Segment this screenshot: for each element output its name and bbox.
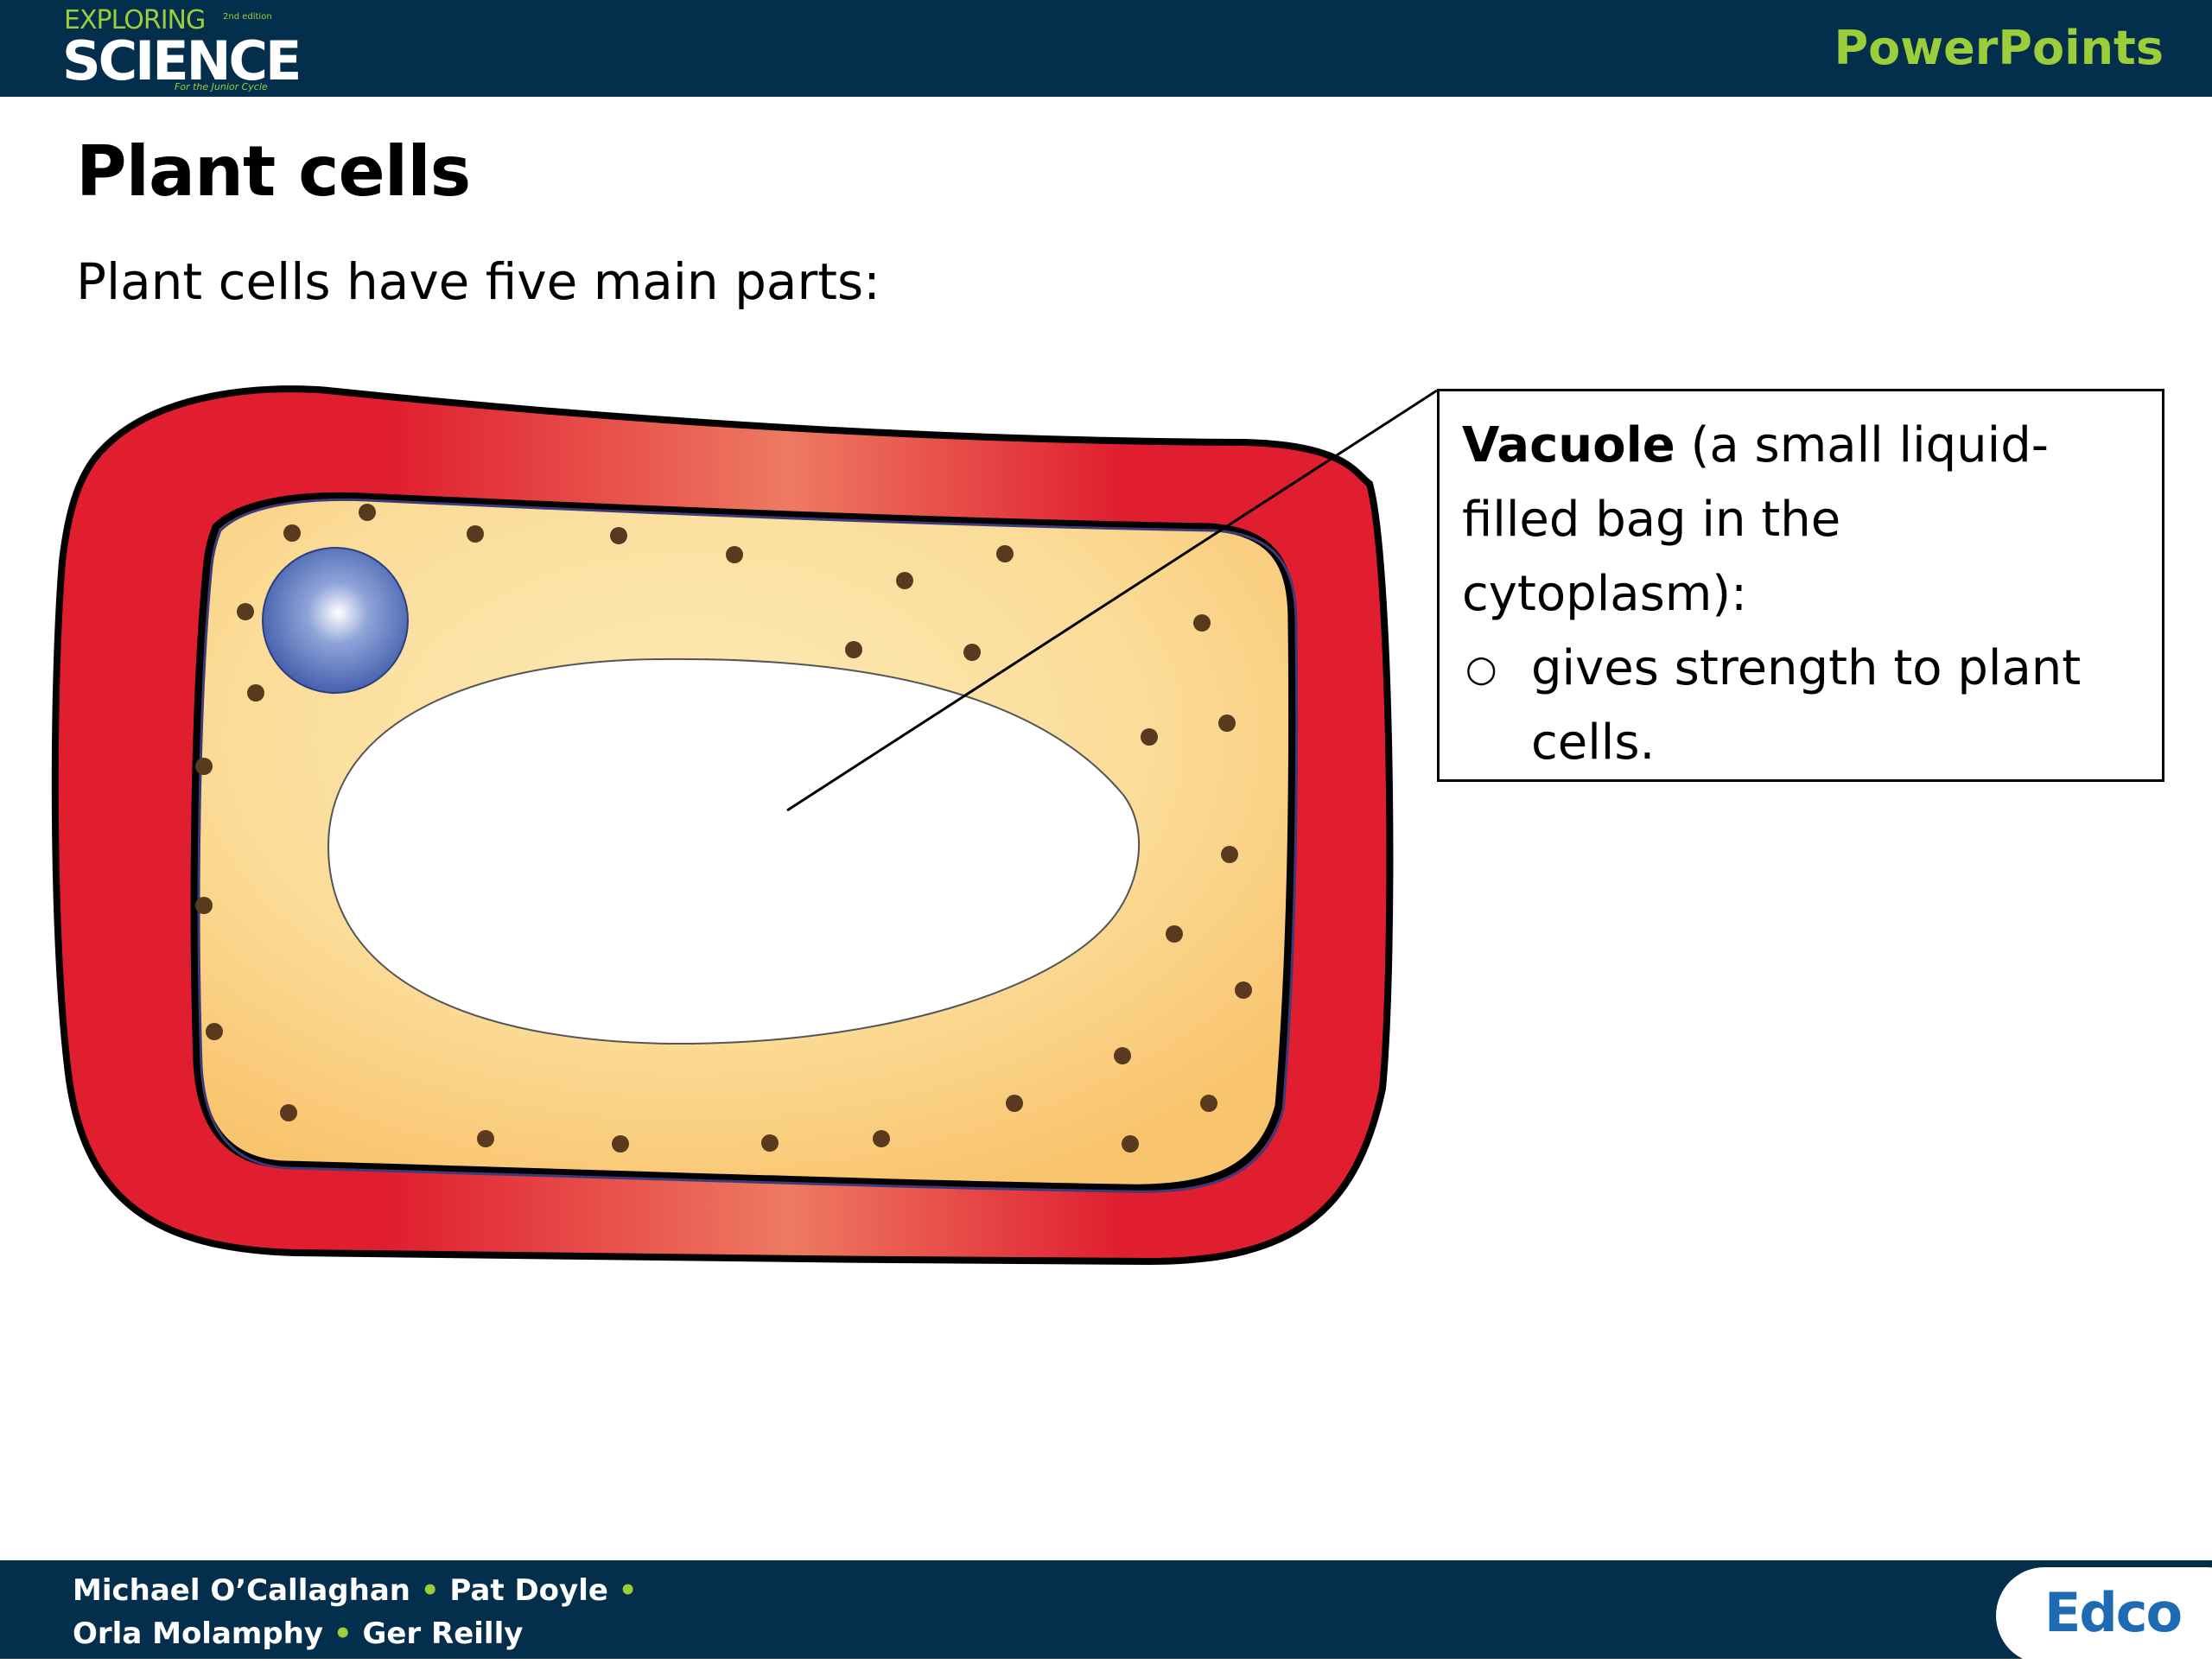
plant-cell-diagram bbox=[51, 385, 1438, 1266]
logo-edition: 2nd edition bbox=[223, 12, 272, 22]
edco-logo: Edco bbox=[2044, 1581, 2183, 1644]
slide-subtitle: Plant cells have five main parts: bbox=[76, 252, 880, 311]
callout-bullet-item: ○ gives strength to plant cells. bbox=[1462, 632, 2139, 780]
callout-heading: Vacuole (a small liquid-filled bag in th… bbox=[1462, 409, 2139, 632]
callout-definition: (a small liquid-filled bag in the cytopl… bbox=[1462, 417, 2049, 622]
exploring-science-logo: EXPLORING 2nd edition SCIENCE For the Ju… bbox=[62, 5, 302, 95]
hollow-circle-bullet-icon: ○ bbox=[1465, 647, 1497, 689]
separator-dot: • bbox=[420, 1573, 440, 1608]
footer-bar: Michael O’Callaghan • Pat Doyle • Orla M… bbox=[0, 1560, 2212, 1664]
cell-membrane bbox=[197, 498, 1299, 1193]
logo-line1: EXPLORING bbox=[64, 5, 206, 35]
ribosomes bbox=[195, 504, 1252, 1153]
powerpoints-label: PowerPoints bbox=[1834, 21, 2164, 75]
callout-bullet-text: gives strength to plant cells. bbox=[1531, 640, 2082, 771]
separator-dot: • bbox=[333, 1616, 353, 1651]
authors-line1: Michael O’Callaghan • Pat Doyle • bbox=[73, 1569, 638, 1612]
author-name: Ger Reilly bbox=[362, 1616, 524, 1651]
slide-title: Plant cells bbox=[76, 131, 471, 212]
header-bar: EXPLORING 2nd edition SCIENCE For the Ju… bbox=[0, 0, 2212, 97]
author-name: Pat Doyle bbox=[449, 1573, 608, 1608]
vacuole bbox=[327, 657, 1141, 1045]
callout-term: Vacuole bbox=[1462, 417, 1675, 473]
author-name: Orla Molamphy bbox=[73, 1616, 324, 1651]
vacuole-callout-box: Vacuole (a small liquid-filled bag in th… bbox=[1437, 389, 2164, 782]
logo-line2: SCIENCE bbox=[62, 29, 302, 92]
authors-line2: Orla Molamphy • Ger Reilly bbox=[73, 1612, 638, 1655]
author-name: Michael O’Callaghan bbox=[73, 1573, 410, 1608]
edco-logo-background bbox=[1996, 1567, 2212, 1664]
nucleus bbox=[262, 547, 409, 694]
logo-tagline: For the Junior Cycle bbox=[175, 81, 268, 92]
separator-dot: • bbox=[618, 1573, 638, 1608]
authors-list: Michael O’Callaghan • Pat Doyle • Orla M… bbox=[73, 1569, 638, 1655]
callout-pointer-line bbox=[786, 389, 1438, 812]
